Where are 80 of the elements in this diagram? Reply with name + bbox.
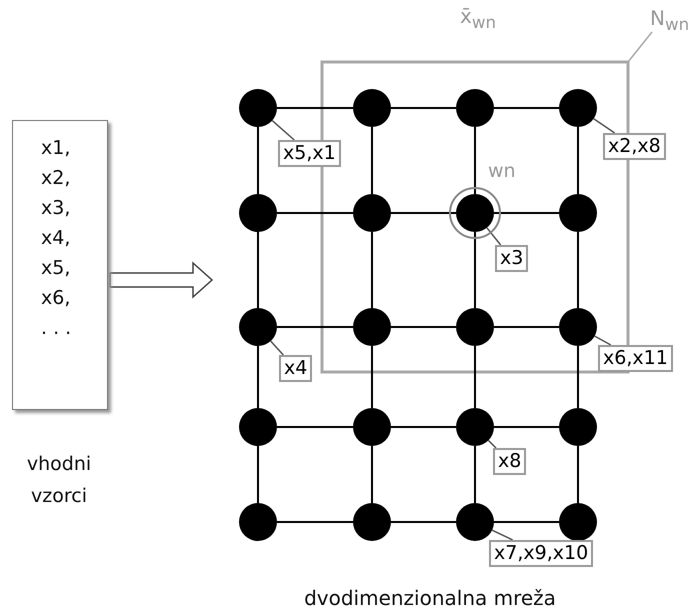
grid-line <box>257 232 259 308</box>
node-circle <box>353 89 391 127</box>
grid-line <box>371 127 373 194</box>
grid-line <box>391 107 456 109</box>
grid-line <box>391 521 456 523</box>
grid-line <box>494 107 559 109</box>
leader-line <box>270 340 284 356</box>
symbol-label: x̄$_{wn}$ <box>460 6 496 32</box>
grid-line <box>277 521 353 523</box>
node-circle <box>559 408 597 446</box>
grid-line <box>577 232 579 308</box>
grid-line <box>494 212 559 214</box>
node-circle <box>353 408 391 446</box>
node-circle <box>456 408 494 446</box>
node-circle <box>353 194 391 232</box>
node-circle <box>456 194 494 232</box>
grid-line <box>257 446 259 503</box>
arrow <box>109 261 214 299</box>
leader-line <box>492 530 514 541</box>
grid-line <box>577 127 579 194</box>
symbol-label: N$_{wn}$ <box>650 8 690 34</box>
grid-line <box>371 232 373 308</box>
list-item: x2, <box>41 169 70 188</box>
grid-line <box>391 426 456 428</box>
leader-line <box>486 227 502 246</box>
grid-line <box>474 127 476 194</box>
grid-line <box>474 232 476 308</box>
node-circle <box>559 89 597 127</box>
node-circle <box>559 503 597 541</box>
grid-line <box>474 346 476 408</box>
node-circle <box>456 308 494 346</box>
grid-line <box>277 326 353 328</box>
list-item: x5, <box>41 259 70 278</box>
grid-line <box>371 446 373 503</box>
node-circle <box>456 503 494 541</box>
node-circle <box>239 308 277 346</box>
grid-line <box>277 107 353 109</box>
grid-line <box>494 426 559 428</box>
list-box <box>12 120 108 410</box>
node-circle <box>353 308 391 346</box>
grid-line <box>494 521 559 523</box>
grid-line <box>577 446 579 503</box>
node-circle <box>239 503 277 541</box>
leader-line <box>272 120 295 141</box>
caption-text: vhodni vzorci <box>26 452 92 509</box>
grid-line <box>577 346 579 408</box>
node-circle <box>559 194 597 232</box>
tag-label: x7,x9,x10 <box>489 540 594 567</box>
grid-line <box>494 326 559 328</box>
list-item: x4, <box>41 229 70 248</box>
node-circle <box>456 89 494 127</box>
grid-line <box>277 212 353 214</box>
list-item: x6, <box>41 289 70 308</box>
grid-line <box>371 346 373 408</box>
list-item: x1, <box>41 139 70 158</box>
tag-label: x5,x1 <box>278 140 341 167</box>
node-circle <box>353 503 391 541</box>
caption-text: dvodimenzionalna mreža <box>303 586 557 610</box>
tag-label: x3 <box>495 245 528 272</box>
node-circle <box>559 308 597 346</box>
leader-line <box>488 440 497 449</box>
grid-line <box>391 326 456 328</box>
leader-line <box>594 335 612 346</box>
tag-label: x6,x11 <box>598 345 673 372</box>
node-circle <box>239 194 277 232</box>
node-circle <box>239 408 277 446</box>
grid-line <box>474 446 476 503</box>
list-item: x3, <box>41 199 70 218</box>
symbol-label: wn <box>488 162 516 181</box>
list-item: . . . <box>41 319 72 338</box>
node-circle <box>239 89 277 127</box>
grid-line <box>257 127 259 194</box>
leader-line <box>593 118 616 134</box>
tag-label: x8 <box>493 448 526 475</box>
grid-line <box>257 346 259 408</box>
grid-line <box>277 426 353 428</box>
tag-label: x4 <box>279 355 312 382</box>
leader-line <box>627 32 653 62</box>
grid-line <box>391 212 456 214</box>
tag-label: x2,x8 <box>603 133 666 160</box>
